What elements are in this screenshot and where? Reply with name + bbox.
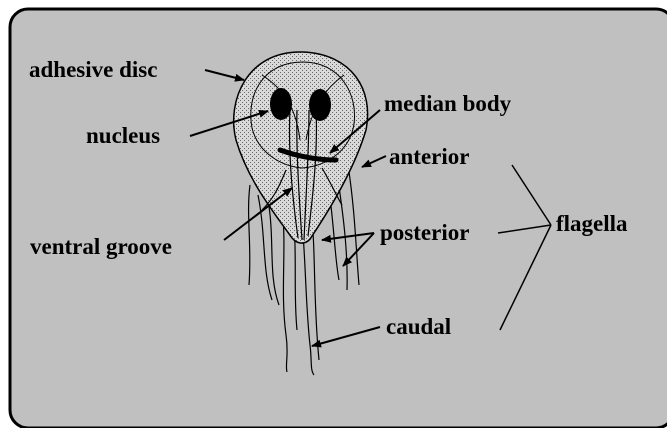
nucleus-right	[309, 89, 331, 121]
nucleus-left	[270, 88, 292, 120]
label-caudal: caudal	[386, 314, 451, 339]
label-adhesive-disc: adhesive disc	[29, 57, 157, 82]
label-anterior: anterior	[389, 144, 469, 169]
label-nucleus: nucleus	[86, 123, 160, 148]
label-median-body: median body	[384, 91, 512, 116]
label-flagella: flagella	[556, 211, 628, 236]
label-posterior: posterior	[380, 220, 469, 245]
label-ventral-groove: ventral groove	[30, 234, 172, 259]
